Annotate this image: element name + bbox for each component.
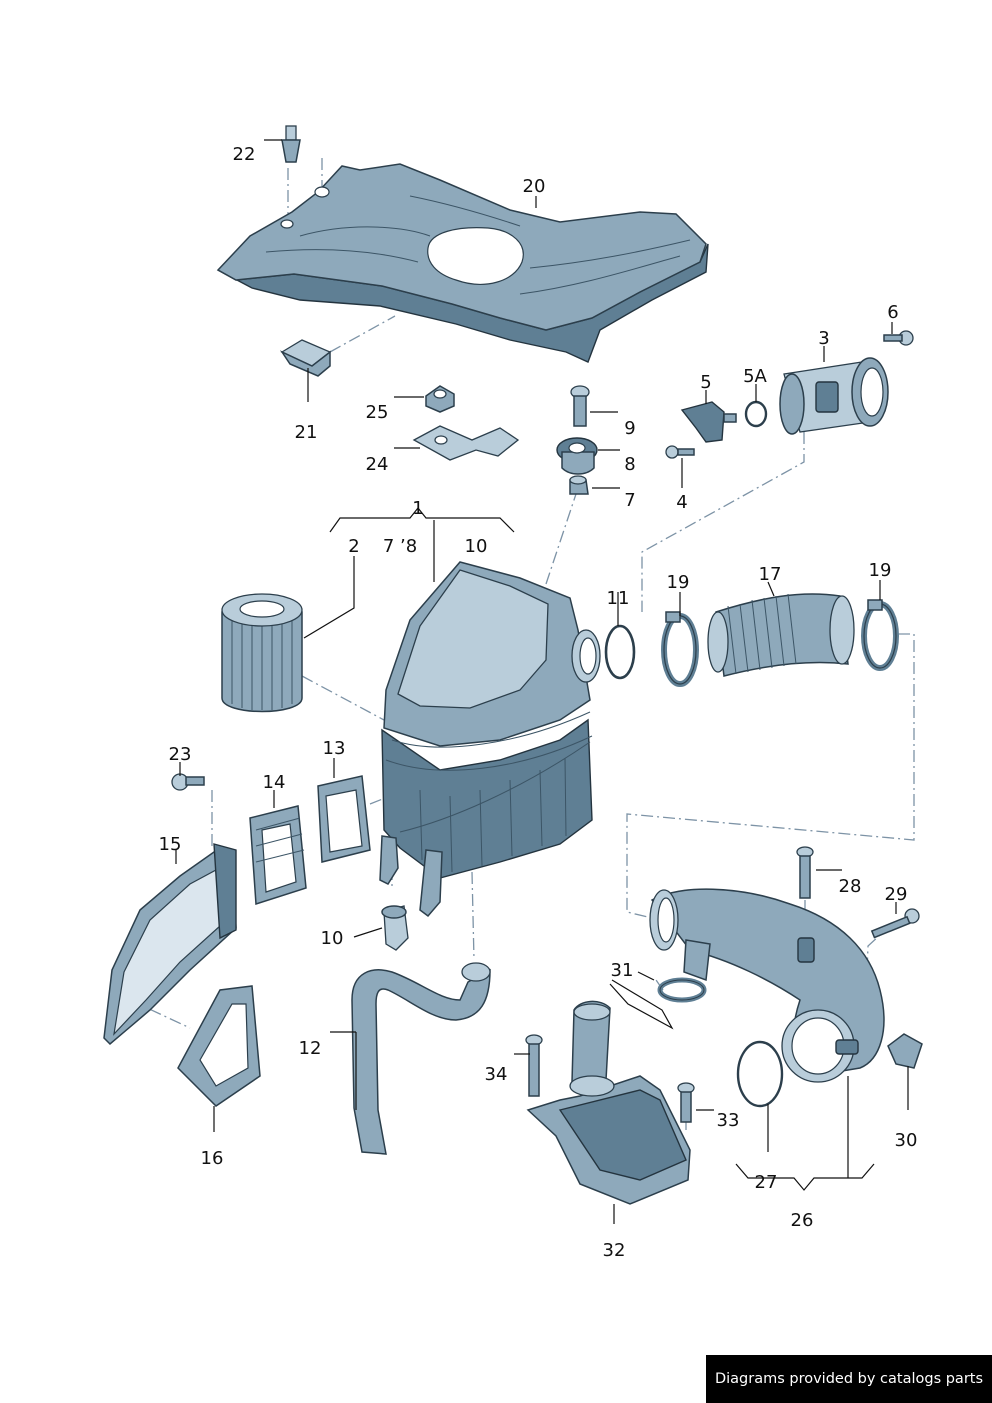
callout-19-left: 19 [667, 572, 690, 593]
callout-17: 17 [759, 564, 782, 585]
air-filter-housing-part-1 [379, 561, 601, 918]
bolt-part-28 [796, 846, 814, 899]
callout-13: 13 [323, 738, 346, 759]
seal-ring-part-11 [604, 624, 636, 680]
o-ring-part-5A [744, 400, 768, 428]
bolt-part-33 [677, 1082, 695, 1123]
bracket-part-24 [412, 425, 520, 461]
callout-3: 3 [818, 328, 829, 349]
hose-clamp-part-19-right [861, 599, 899, 671]
grommet-part-8 [556, 437, 598, 475]
callout-7-8: 7 ’8 [383, 536, 417, 557]
callout-34: 34 [485, 1064, 508, 1085]
callout-21: 21 [295, 422, 318, 443]
callout-26: 26 [791, 1210, 814, 1231]
air-duct-part-15 [103, 843, 237, 1046]
callout-28: 28 [839, 876, 862, 897]
callout-6: 6 [887, 302, 898, 323]
bolt-part-29 [870, 908, 920, 939]
callout-27: 27 [755, 1172, 778, 1193]
bolt-part-34 [525, 1034, 543, 1097]
drain-valve-part-10 [381, 905, 409, 951]
callout-5A: 5A [743, 366, 767, 387]
callout-14: 14 [263, 772, 286, 793]
callout-7: 7 [624, 490, 635, 511]
callout-15: 15 [159, 834, 182, 855]
screw-part-6 [883, 330, 914, 346]
callout-9: 9 [624, 418, 635, 439]
callout-8: 8 [624, 454, 635, 475]
leader-lines [175, 139, 909, 1224]
callout-30: 30 [895, 1130, 918, 1151]
callout-22: 22 [233, 144, 256, 165]
bracket-clip-part-21 [279, 339, 332, 377]
drain-hose-part-12 [351, 962, 491, 1155]
callout-4: 4 [676, 492, 687, 513]
sensor-part-5 [680, 401, 737, 443]
seal-part-27 [736, 1040, 784, 1108]
clamp-part-31 [657, 977, 707, 1003]
callout-labels: 1 2 3 4 5 5A 6 7 7 ’8 8 9 10 10 11 12 13… [159, 144, 918, 1261]
bolt-part-9 [570, 385, 590, 427]
callout-29: 29 [885, 884, 908, 905]
intake-module-part-32 [526, 1000, 691, 1205]
air-mass-meter-part-3 [779, 357, 889, 435]
callout-11: 11 [607, 588, 630, 609]
callout-32: 32 [603, 1240, 626, 1261]
hose-connector [683, 939, 711, 982]
screw-part-4 [665, 445, 695, 459]
callout-19-right: 19 [869, 560, 892, 581]
clip-pin-part-22 [281, 125, 301, 163]
bush-part-7 [569, 475, 589, 495]
callout-23: 23 [169, 744, 192, 765]
callout-2: 2 [348, 536, 359, 557]
seal-part-13 [317, 775, 371, 863]
air-inlet-part-16 [177, 985, 261, 1107]
callout-24: 24 [366, 454, 389, 475]
vent-hose-part-30 [887, 1033, 923, 1069]
callout-33: 33 [717, 1110, 740, 1131]
intake-pipe-part-26 [649, 888, 885, 1083]
filter-element-part-2 [221, 593, 303, 713]
callout-12: 12 [299, 1038, 322, 1059]
screw-part-23 [171, 773, 205, 791]
callout-5: 5 [700, 372, 711, 393]
callout-20: 20 [523, 176, 546, 197]
bellows-seal-part-14 [249, 805, 307, 906]
callout-31: 31 [611, 960, 634, 981]
callout-10-top: 10 [465, 536, 488, 557]
callout-1: 1 [412, 498, 423, 519]
hose-clamp-part-19-left [661, 611, 699, 687]
bellows-hose-part-17 [707, 593, 855, 677]
callout-16: 16 [201, 1148, 224, 1169]
engine-cover-part-20 [216, 163, 709, 363]
callout-25: 25 [366, 402, 389, 423]
nut-part-25 [425, 385, 455, 413]
callout-10-bottom: 10 [321, 928, 344, 949]
credit-banner: Diagrams provided by catalogs parts [706, 1355, 992, 1403]
